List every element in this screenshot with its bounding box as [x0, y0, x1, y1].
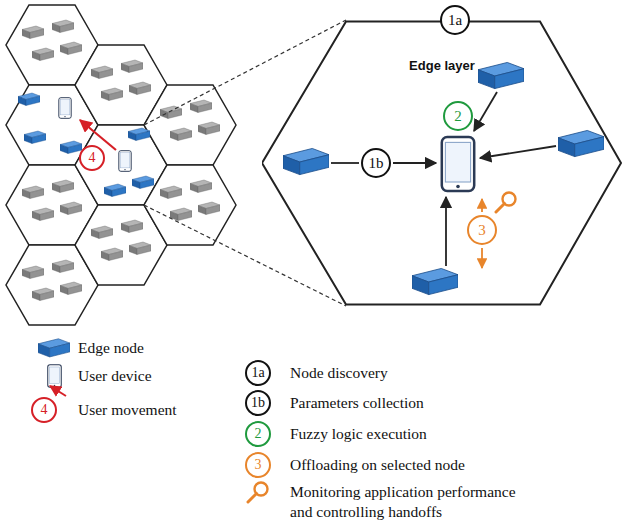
legend-movement-arrow [50, 386, 66, 396]
edge-node [198, 202, 220, 215]
callout-circle: 3 [467, 215, 497, 245]
edge-node [22, 26, 44, 39]
arrow [331, 162, 359, 164]
callout-number: 3 [255, 458, 262, 472]
callout-circle: 4 [31, 397, 57, 423]
callout-number: 2 [454, 109, 462, 124]
edge-node [160, 186, 182, 199]
edge-node [558, 130, 604, 156]
edge-node [52, 180, 74, 193]
cell-grid [6, 5, 236, 325]
edge-node [170, 128, 192, 141]
legend-user-device [48, 365, 62, 388]
legend-text: Edge node [78, 338, 144, 358]
callout-circle: 4 [79, 145, 105, 171]
edge-node [32, 208, 54, 221]
edge-node [52, 260, 74, 273]
edge-node [22, 186, 44, 199]
legend-text: Offloading on selected node [290, 455, 465, 475]
edge-node [190, 180, 212, 193]
edge-node [18, 93, 40, 106]
edge-layer-hexagon: Edge layer [262, 20, 622, 306]
legend-text: User device [78, 366, 152, 386]
user-device [119, 151, 131, 172]
callout-number: 1b [369, 156, 384, 171]
edge-node [129, 242, 151, 255]
edge-node [190, 100, 212, 113]
edge-node [52, 20, 74, 33]
callout-circle: 2 [245, 421, 271, 447]
edge-node [478, 62, 524, 88]
edge-node [121, 220, 143, 233]
edge-node [32, 288, 54, 301]
edge-node [60, 42, 82, 55]
edge-node [170, 208, 192, 221]
legend-edge-node [38, 339, 70, 357]
edge-node [104, 184, 126, 197]
callout-circle: 1a [245, 360, 271, 386]
edge-node [60, 141, 82, 154]
callout-circle: 1a [440, 5, 470, 35]
callout-circle: 1b [245, 390, 271, 416]
legend-text: User movement [78, 400, 177, 420]
callout-number: 1a [448, 13, 462, 28]
offload-arrow [481, 248, 483, 268]
edge-node [101, 248, 123, 261]
edge-node [160, 106, 182, 119]
callout-number: 1a [251, 366, 264, 380]
callout-number: 1b [251, 396, 265, 410]
zoom-line [144, 205, 346, 306]
arrow [480, 146, 556, 158]
callout-number: 2 [255, 427, 262, 441]
edge-node [24, 131, 46, 144]
callout-circle: 3 [245, 452, 271, 478]
edge-node [412, 268, 458, 294]
edge-node [132, 176, 154, 189]
callout-number: 4 [41, 403, 48, 417]
user-device [442, 137, 474, 191]
hexagon-border [262, 22, 621, 305]
cell [144, 165, 236, 245]
callout-circle: 2 [443, 101, 473, 131]
callout-number: 4 [89, 151, 96, 165]
edge-node [128, 128, 150, 141]
arrow [393, 162, 436, 164]
edge-node [32, 48, 54, 61]
monitor-icon [496, 193, 516, 213]
offload-arrow [481, 199, 483, 212]
legend-text: Monitoring application performance and c… [290, 482, 540, 522]
cell [144, 85, 236, 165]
edge-node [60, 202, 82, 215]
user-device [59, 98, 71, 119]
legend-text: Fuzzy logic execution [290, 424, 427, 444]
edge-node [198, 122, 220, 135]
layer-title: Edge layer [409, 58, 475, 73]
edge-node [91, 66, 113, 79]
legend-text: Parameters collection [290, 393, 424, 413]
edge-node [101, 88, 123, 101]
arrow [474, 92, 497, 131]
edge-node [283, 148, 329, 174]
edge-node [91, 226, 113, 239]
legend-monitor-icon [248, 483, 268, 503]
edge-node [121, 60, 143, 73]
callout-number: 3 [478, 223, 486, 238]
edge-node [22, 266, 44, 279]
edge-node [60, 282, 82, 295]
edge-node [129, 82, 151, 95]
legend-text: Node discovery [290, 363, 388, 383]
arrow [445, 197, 447, 266]
callout-circle: 1b [361, 148, 391, 178]
